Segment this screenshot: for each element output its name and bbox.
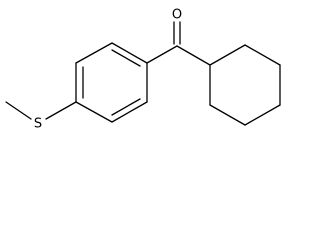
- benzene-ring: [75, 42, 148, 123]
- ring-bond: [244, 44, 281, 66]
- structure-canvas: O S: [5, 8, 281, 132]
- oxygen-atom-label: O: [172, 8, 182, 23]
- molecule-structure: O S: [5, 8, 281, 132]
- ring-double-bond: [111, 49, 141, 67]
- cyclohexane-ring: [209, 44, 281, 126]
- ring-double-bond: [111, 98, 141, 116]
- ring-bond: [244, 104, 281, 126]
- carbonyl-cyclohexyl-bond: [176, 45, 211, 66]
- sulfur-methyl-bond: [5, 101, 32, 120]
- ring-bond: [75, 42, 113, 64]
- ring-bond: [75, 101, 113, 123]
- ring-bond: [111, 101, 148, 123]
- aryl-sulfur-bond: [45, 101, 77, 120]
- ring-bond: [209, 44, 246, 66]
- sulfur-atom-label: S: [34, 117, 42, 132]
- ring-bond: [111, 42, 148, 64]
- ring-bond: [209, 104, 246, 126]
- carbonyl-aryl-bond: [146, 45, 178, 64]
